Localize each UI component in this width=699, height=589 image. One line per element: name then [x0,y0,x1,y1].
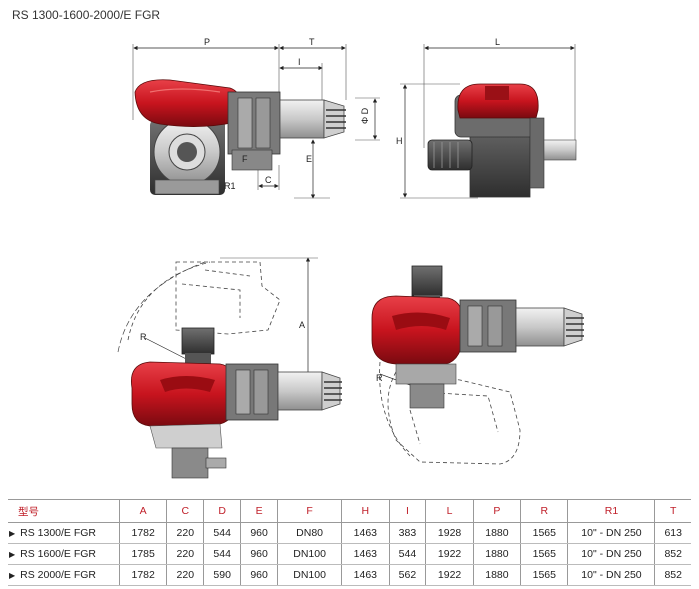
cell-p: 1880 [472,564,521,586]
top-view-open [117,257,342,479]
cell-i: 544 [388,543,426,565]
cell-d: 544 [203,522,241,544]
cell-i: 383 [388,522,426,544]
cell-e: 960 [240,543,278,565]
dim-label-p: P [204,37,210,47]
dim-label-f: F [242,154,248,164]
dim-label-d: Φ D [360,107,370,124]
cell-e: 960 [240,522,278,544]
dim-label-a: A [299,320,305,330]
header-model: 型号 [8,499,120,523]
cell-c: 220 [166,522,204,544]
cell-h: 1463 [341,522,389,544]
header-h: H [341,499,389,523]
cell-r1: 10" - DN 250 [567,564,655,586]
header-d: D [203,499,241,523]
cell-h: 1463 [341,543,389,565]
model-name: RS 2000/E FGR [20,569,97,581]
cell-f: DN100 [277,564,342,586]
dim-label-t: T [309,37,315,47]
cell-f: DN100 [277,543,342,565]
header-l: L [425,499,474,523]
side-view [132,44,380,199]
cell-r1: 10" - DN 250 [567,543,655,565]
cell-p: 1880 [472,522,521,544]
header-c: C [166,499,204,523]
cell-t: 852 [654,543,691,565]
cell-r1: 10" - DN 250 [567,522,655,544]
header-r: R [520,499,568,523]
document-title: RS 1300-1600-2000/E FGR [12,8,161,22]
table-row: ▶ RS 1300/E FGR 1782 220 544 960 DN80 146… [8,522,691,544]
cell-r: 1565 [520,543,568,565]
cell-l: 1922 [425,564,474,586]
cell-t: 613 [654,522,691,544]
spec-table: 型号 A C D E F H I L P R R1 T ▶ RS 1300/E F… [8,499,691,586]
row-arrow-icon: ▶ [9,529,16,538]
cell-d: 544 [203,543,241,565]
row-arrow-icon: ▶ [9,571,16,580]
cell-a: 1785 [118,543,167,565]
dim-label-h: H [396,136,403,146]
cell-c: 220 [166,564,204,586]
dim-label-i: I [298,57,301,67]
cell-c: 220 [166,543,204,565]
technical-drawings: P T I Φ D E F C R1 L H [117,37,584,479]
model-name: RS 1600/E FGR [20,548,97,560]
dim-label-r-left: R [140,332,147,342]
cell-d: 590 [203,564,241,586]
header-f: F [277,499,342,523]
model-name: RS 1300/E FGR [20,527,97,539]
dim-label-l: L [495,37,500,47]
cell-l: 1928 [425,522,474,544]
header-t: T [654,499,691,523]
cell-a: 1782 [118,522,167,544]
cell-r: 1565 [520,564,568,586]
front-view [400,44,577,199]
header-r1: R1 [567,499,655,523]
table-row: ▶ RS 2000/E FGR 1782 220 590 960 DN100 14… [8,564,691,586]
cell-t: 852 [654,564,691,586]
header-e: E [240,499,278,523]
cell-a: 1782 [118,564,167,586]
dim-label-r1: R1 [224,181,236,191]
cell-l: 1922 [425,543,474,565]
dim-label-c: C [265,175,272,185]
table-row: ▶ RS 1600/E FGR 1785 220 544 960 DN100 14… [8,543,691,565]
cell-f: DN80 [277,522,342,544]
cell-e: 960 [240,564,278,586]
dim-label-e: E [306,154,312,164]
cell-p: 1880 [472,543,521,565]
header-p: P [472,499,521,523]
cell-h: 1463 [341,564,389,586]
header-a: A [118,499,167,523]
dim-label-r-right: R [376,373,383,383]
header-i: I [388,499,426,523]
cell-i: 562 [388,564,426,586]
row-arrow-icon: ▶ [9,550,16,559]
cell-r: 1565 [520,522,568,544]
spec-header-row: 型号 A C D E F H I L P R R1 T [8,499,691,523]
top-view-open-alt [371,265,584,465]
